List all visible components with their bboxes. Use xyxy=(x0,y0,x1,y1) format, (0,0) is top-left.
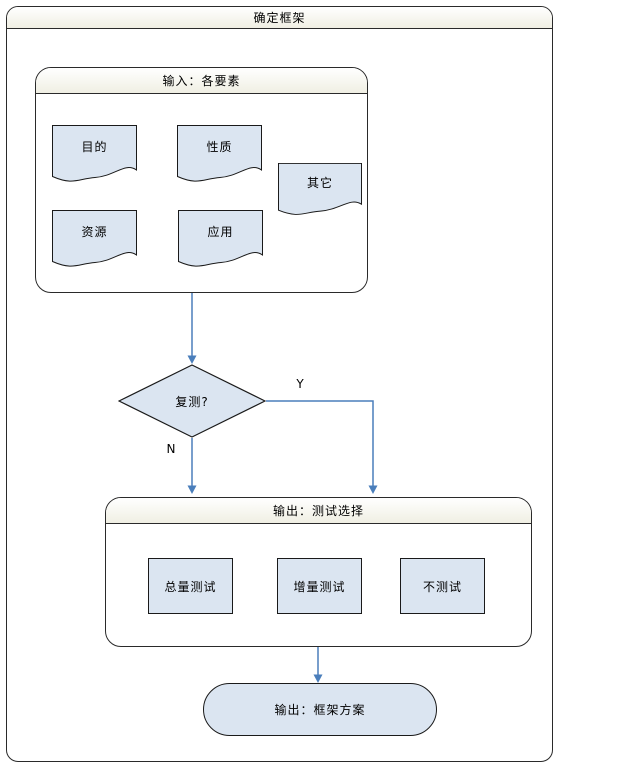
document-icon xyxy=(278,163,362,215)
branch-label-yes: Y xyxy=(296,377,304,391)
doc-label-resources: 资源 xyxy=(81,225,108,240)
diamond-icon xyxy=(118,364,266,438)
doc-shape-nature: 性质 xyxy=(177,125,262,185)
doc-label-nature: 性质 xyxy=(206,140,233,155)
doc-label-application: 应用 xyxy=(207,225,234,240)
frame-title-output-test-selection: 输出：测试选择 xyxy=(106,498,531,524)
document-icon xyxy=(177,125,262,182)
process-incremental-test: 增量测试 xyxy=(277,558,362,614)
process-full-test: 总量测试 xyxy=(148,558,233,614)
frame-title-determine-framework: 确定框架 xyxy=(7,7,552,29)
doc-label-other: 其它 xyxy=(306,176,333,191)
document-icon xyxy=(178,210,263,267)
doc-shape-application: 应用 xyxy=(178,210,263,270)
document-icon xyxy=(52,210,137,267)
document-icon xyxy=(52,125,137,182)
branch-label-no: N xyxy=(166,442,176,456)
terminal-framework-plan: 输出：框架方案 xyxy=(203,683,437,736)
decision-retest: 复测? xyxy=(118,364,266,438)
doc-shape-other: 其它 xyxy=(278,163,362,218)
doc-label-purpose: 目的 xyxy=(81,140,108,155)
frame-title-input-elements: 输入：各要素 xyxy=(36,68,367,94)
process-no-test: 不测试 xyxy=(400,558,485,614)
doc-shape-resources: 资源 xyxy=(52,210,137,270)
doc-shape-purpose: 目的 xyxy=(52,125,137,185)
decision-label: 复测? xyxy=(175,394,209,409)
